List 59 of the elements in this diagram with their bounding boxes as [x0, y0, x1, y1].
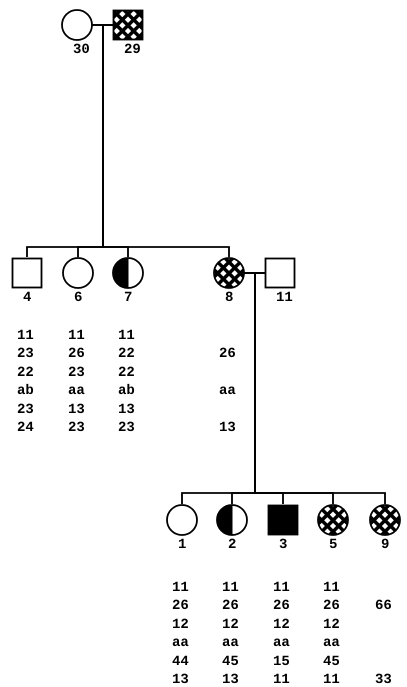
genotype-value: 45 — [222, 654, 239, 670]
individual-number: 11 — [276, 290, 293, 306]
genotype-value: aa — [68, 383, 85, 400]
genotype-value: 26 — [273, 598, 290, 614]
individual-number: 2 — [228, 537, 236, 553]
genotype-value: 11 — [68, 328, 85, 344]
genotype-value: 11 — [273, 580, 290, 596]
genotype-value: 11 — [118, 328, 135, 344]
genotype-value: 26 — [219, 346, 236, 362]
genotype-value: 22 — [17, 364, 34, 381]
genotype-value: 13 — [219, 420, 236, 436]
individual-number: 29 — [124, 42, 141, 58]
genotype-value: aa — [172, 635, 189, 652]
genotype-value: 12 — [172, 616, 189, 633]
genotype-value: 33 — [375, 672, 392, 687]
genotype-value: 11 — [323, 672, 340, 687]
genotype-value: 23 — [17, 402, 34, 418]
genotype-value: ab — [17, 383, 34, 400]
genotype-value: 26 — [172, 598, 189, 614]
genotype-value: 11 — [17, 328, 34, 344]
individual-number: 7 — [124, 290, 132, 306]
genotype-value: aa — [273, 635, 290, 652]
genotype-value: 45 — [323, 654, 340, 670]
individual-number: 3 — [279, 537, 288, 553]
genotype-value: 13 — [68, 402, 85, 418]
genotype-value: 23 — [17, 346, 34, 362]
genotype-value: 44 — [172, 654, 189, 670]
genotype-value: 13 — [118, 402, 135, 418]
genotype-value: 11 — [222, 580, 239, 596]
genotype-value: aa — [323, 635, 340, 652]
genotype-value: aa — [219, 383, 236, 400]
genotype-value: 23 — [68, 364, 85, 381]
individual-number: 8 — [225, 290, 234, 306]
individual-number: 4 — [23, 290, 32, 306]
genotype-value: 26 — [222, 598, 239, 614]
genotype-value: 12 — [323, 616, 340, 633]
genotype-value: 66 — [375, 598, 392, 614]
individual-number: 5 — [329, 537, 338, 553]
genotype-value: 12 — [273, 616, 290, 633]
individual-number: 6 — [74, 290, 82, 306]
genotype-value: 13 — [172, 672, 189, 687]
genotype-value: 11 — [172, 580, 189, 596]
genotype-value: ab — [118, 383, 135, 400]
genotype-value: 12 — [222, 616, 239, 633]
individual-number: 9 — [381, 537, 390, 553]
genotype-value: 26 — [323, 598, 340, 614]
genotype-value: 26 — [68, 346, 85, 362]
genotype-value: 22 — [118, 346, 135, 362]
genotype-value: 15 — [273, 654, 290, 670]
individual-number: 1 — [178, 537, 186, 553]
genotype-value: aa — [222, 635, 239, 652]
genotype-value: 23 — [118, 420, 135, 436]
individual-number: 30 — [73, 42, 90, 58]
genotype-value: 13 — [222, 672, 239, 687]
genotype-value: 11 — [273, 672, 290, 687]
genotype-value: 22 — [118, 364, 135, 381]
genotype-value: 23 — [68, 420, 85, 436]
genotype-value: 11 — [323, 580, 340, 596]
genotype-value: 24 — [17, 420, 34, 436]
